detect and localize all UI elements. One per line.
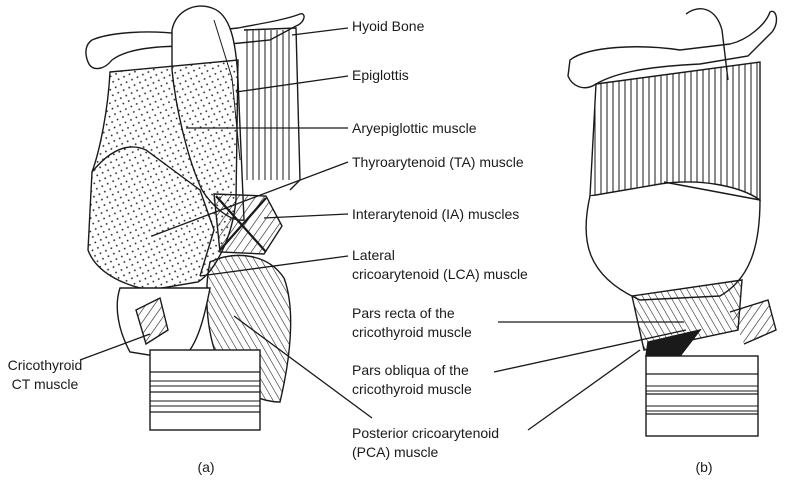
label-cricothyroid-line2: CT muscle (11, 376, 79, 392)
label-pca-line1: Posterior cricoarytenoid (352, 425, 500, 441)
panel-label-b: (b) (695, 459, 713, 475)
leader-epiglottis (235, 75, 349, 93)
leader-ia (263, 213, 349, 219)
thyroid-cartilage-b (589, 61, 761, 202)
panel-label-a: (a) (197, 459, 215, 475)
leader-pars-obliqua (493, 329, 687, 373)
label-pars-recta-line2: cricothyroid muscle (352, 324, 472, 340)
label-epiglottis: Epiglottis (352, 67, 409, 83)
label-cricothyroid-line1: Cricothyroid (7, 357, 83, 373)
leader-ct (79, 333, 151, 361)
label-thyroarytenoid: Thyroarytenoid (TA) muscle (352, 154, 524, 170)
label-pars-obliqua-line1: Pars obliqua of the (352, 362, 469, 378)
label-hyoid-bone: Hyoid Bone (352, 18, 425, 34)
label-pars-recta-line1: Pars recta of the (352, 305, 455, 321)
label-pars-obliqua-line2: cricothyroid muscle (352, 381, 472, 397)
larynx-illustration-a (85, 5, 305, 431)
label-aryepiglottic: Aryepiglottic muscle (352, 120, 477, 136)
label-pca-line2: (PCA) muscle (352, 444, 439, 460)
leader-pca (233, 315, 373, 419)
leader-pca-b (527, 349, 641, 431)
leader-lca (199, 255, 349, 277)
larynx-illustration-b (567, 8, 778, 437)
label-lca-line1: Lateral (352, 247, 395, 263)
cricothyroid-a (135, 296, 169, 346)
label-lca-line2: cricoarytenoid (LCA) muscle (352, 266, 528, 282)
thyroid-cartilage-a (87, 59, 239, 291)
trachea-b (645, 355, 759, 437)
label-interarytenoid: Interarytenoid (IA) muscles (352, 206, 520, 222)
leader-hyoid (291, 27, 349, 36)
leader-ta (151, 161, 349, 237)
leader-lines (79, 27, 687, 431)
